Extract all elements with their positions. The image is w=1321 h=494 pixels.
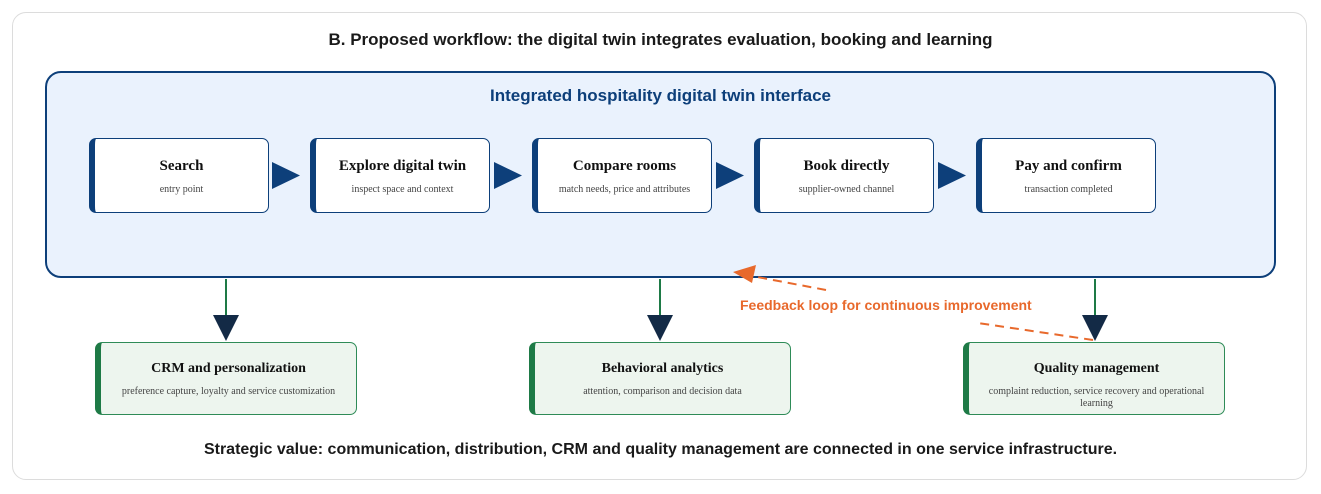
- step-title: Book directly: [803, 158, 890, 174]
- step-compare-rooms: Compare rooms match needs, price and att…: [532, 138, 712, 213]
- output-subtitle: complaint reduction, service recovery an…: [988, 386, 1205, 409]
- step-title: Explore digital twin: [338, 158, 467, 174]
- step-subtitle: match needs, price and attributes: [558, 184, 691, 195]
- panel-title: Integrated hospitality digital twin inte…: [490, 86, 831, 105]
- step-title: Compare rooms: [572, 158, 677, 174]
- down-connector: [1082, 279, 1108, 341]
- output-subtitle: attention, comparison and decision data: [583, 386, 742, 397]
- flow-arrow: [494, 162, 522, 189]
- step-title: Search: [159, 158, 204, 174]
- feedback-loop-label: Feedback loop for continuous improvement: [740, 297, 1032, 313]
- flow-arrow: [716, 162, 744, 189]
- down-connector: [213, 279, 239, 341]
- step-pay-and-confirm: Pay and confirm transaction completed: [976, 138, 1156, 213]
- flow-arrow: [272, 162, 300, 189]
- output-title: Behavioral analytics: [601, 361, 724, 376]
- step-title: Pay and confirm: [1015, 158, 1122, 174]
- step-subtitle: transaction completed: [1024, 184, 1113, 195]
- output-title: CRM and personalization: [151, 361, 306, 376]
- step-book-directly: Book directly supplier-owned channel: [754, 138, 934, 213]
- output-title: Quality management: [1033, 361, 1160, 376]
- flow-arrow: [938, 162, 966, 189]
- output-behavioral-analytics: Behavioral analytics attention, comparis…: [529, 342, 791, 415]
- figure-title: B. Proposed workflow: the digital twin i…: [328, 30, 993, 49]
- step-subtitle: entry point: [159, 184, 204, 195]
- step-search: Search entry point: [89, 138, 269, 213]
- output-quality-management: Quality management complaint reduction, …: [963, 342, 1225, 415]
- feedback-arrow: [733, 265, 1094, 341]
- step-subtitle: inspect space and context: [351, 184, 454, 195]
- down-connector: [647, 279, 673, 341]
- step-explore-digital-twin: Explore digital twin inspect space and c…: [310, 138, 490, 213]
- strategic-value-footer: Strategic value: communication, distribu…: [203, 441, 1118, 458]
- step-subtitle: supplier-owned channel: [798, 184, 895, 195]
- output-subtitle: preference capture, loyalty and service …: [121, 386, 336, 397]
- output-crm-personalization: CRM and personalization preference captu…: [95, 342, 357, 415]
